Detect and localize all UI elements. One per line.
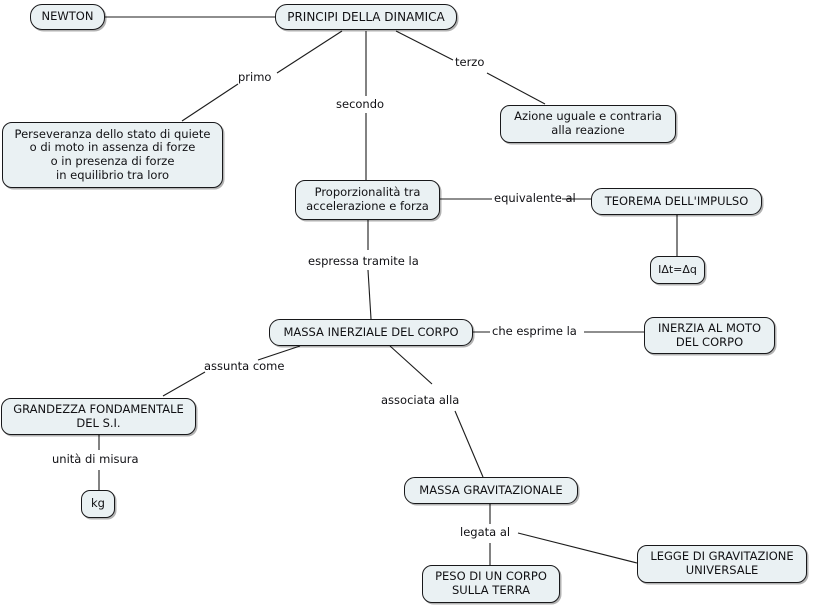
edge-principi-terzo-a: [395, 30, 454, 61]
node-teorema[interactable]: TEOREMA DELL'IMPULSO: [591, 188, 762, 215]
edge-label-espressa-tramite-la: espressa tramite la: [308, 254, 419, 268]
node-massainerziale[interactable]: MASSA INERZIALE DEL CORPO: [269, 319, 473, 346]
node-gravitazionale[interactable]: MASSA GRAVITAZIONALE: [404, 477, 578, 504]
edge-assunta-grandezza: [162, 371, 206, 397]
node-label-grandezza: GRANDEZZA FONDAMENTALE DEL S.I.: [13, 401, 184, 430]
edge-label-unita-di-misura: unità di misura: [52, 452, 139, 466]
node-label-gravitazionale: MASSA GRAVITAZIONALE: [419, 482, 563, 497]
edge-label-terzo: terzo: [455, 55, 485, 69]
node-kg[interactable]: kg: [81, 490, 115, 518]
edge-label-assunta-come: assunta come: [204, 359, 285, 373]
node-proporzionalita[interactable]: Proporzionalità tra accelerazione e forz…: [295, 180, 440, 220]
node-grandezza[interactable]: GRANDEZZA FONDAMENTALE DEL S.I.: [1, 398, 196, 435]
edge-label-associata-alla: associata alla: [381, 393, 460, 407]
node-principi[interactable]: PRINCIPI DELLA DINAMICA: [275, 4, 457, 30]
edge-legata-legge: [517, 532, 638, 564]
edge-label-primo: primo: [238, 70, 272, 84]
node-label-principi: PRINCIPI DELLA DINAMICA: [287, 9, 445, 24]
node-perseveranza[interactable]: Perseveranza dello stato di quiete o di …: [2, 122, 223, 188]
node-formula[interactable]: IΔt=Δq: [650, 256, 705, 284]
edge-associata-gravitazionale: [454, 410, 484, 478]
node-inerzia[interactable]: INERZIA AL MOTO DEL CORPO: [644, 317, 775, 354]
edge-label-che-esprime-la: che esprime la: [492, 324, 577, 338]
edge-label-secondo: secondo: [336, 97, 385, 111]
node-label-peso: PESO DI UN CORPO SULLA TERRA: [435, 569, 547, 597]
edge-massainerziale-associata: [389, 345, 433, 385]
node-label-azione: Azione uguale e contraria alla reazione: [514, 109, 662, 137]
node-label-teorema: TEOREMA DELL'IMPULSO: [604, 193, 749, 208]
node-label-proporzionalita: Proporzionalità tra accelerazione e forz…: [306, 185, 429, 213]
node-label-formula: IΔt=Δq: [658, 262, 697, 276]
edge-massainerziale-assunta: [257, 345, 301, 361]
edge-label-legata-al: legata al: [460, 525, 511, 539]
node-label-kg: kg: [91, 496, 105, 511]
node-label-massainerziale: MASSA INERZIALE DEL CORPO: [283, 324, 459, 339]
node-label-legge: LEGGE DI GRAVITAZIONE UNIVERSALE: [650, 549, 794, 577]
node-newton[interactable]: NEWTON: [30, 4, 105, 30]
edge-primo-perseveranza: [181, 83, 239, 122]
edge-terzo-azione: [486, 72, 546, 105]
node-label-inerzia: INERZIA AL MOTO DEL CORPO: [657, 320, 762, 349]
edge-principi-primo-a: [276, 30, 343, 74]
edge-label-equivalente-al: equivalente al: [494, 191, 576, 205]
edge-espressa-massainerziale: [367, 269, 372, 320]
node-azione[interactable]: Azione uguale e contraria alla reazione: [500, 105, 676, 143]
node-label-newton: NEWTON: [41, 9, 94, 24]
node-legge[interactable]: LEGGE DI GRAVITAZIONE UNIVERSALE: [637, 545, 807, 583]
node-peso[interactable]: PESO DI UN CORPO SULLA TERRA: [422, 565, 560, 603]
node-label-perseveranza: Perseveranza dello stato di quiete o di …: [14, 126, 211, 182]
